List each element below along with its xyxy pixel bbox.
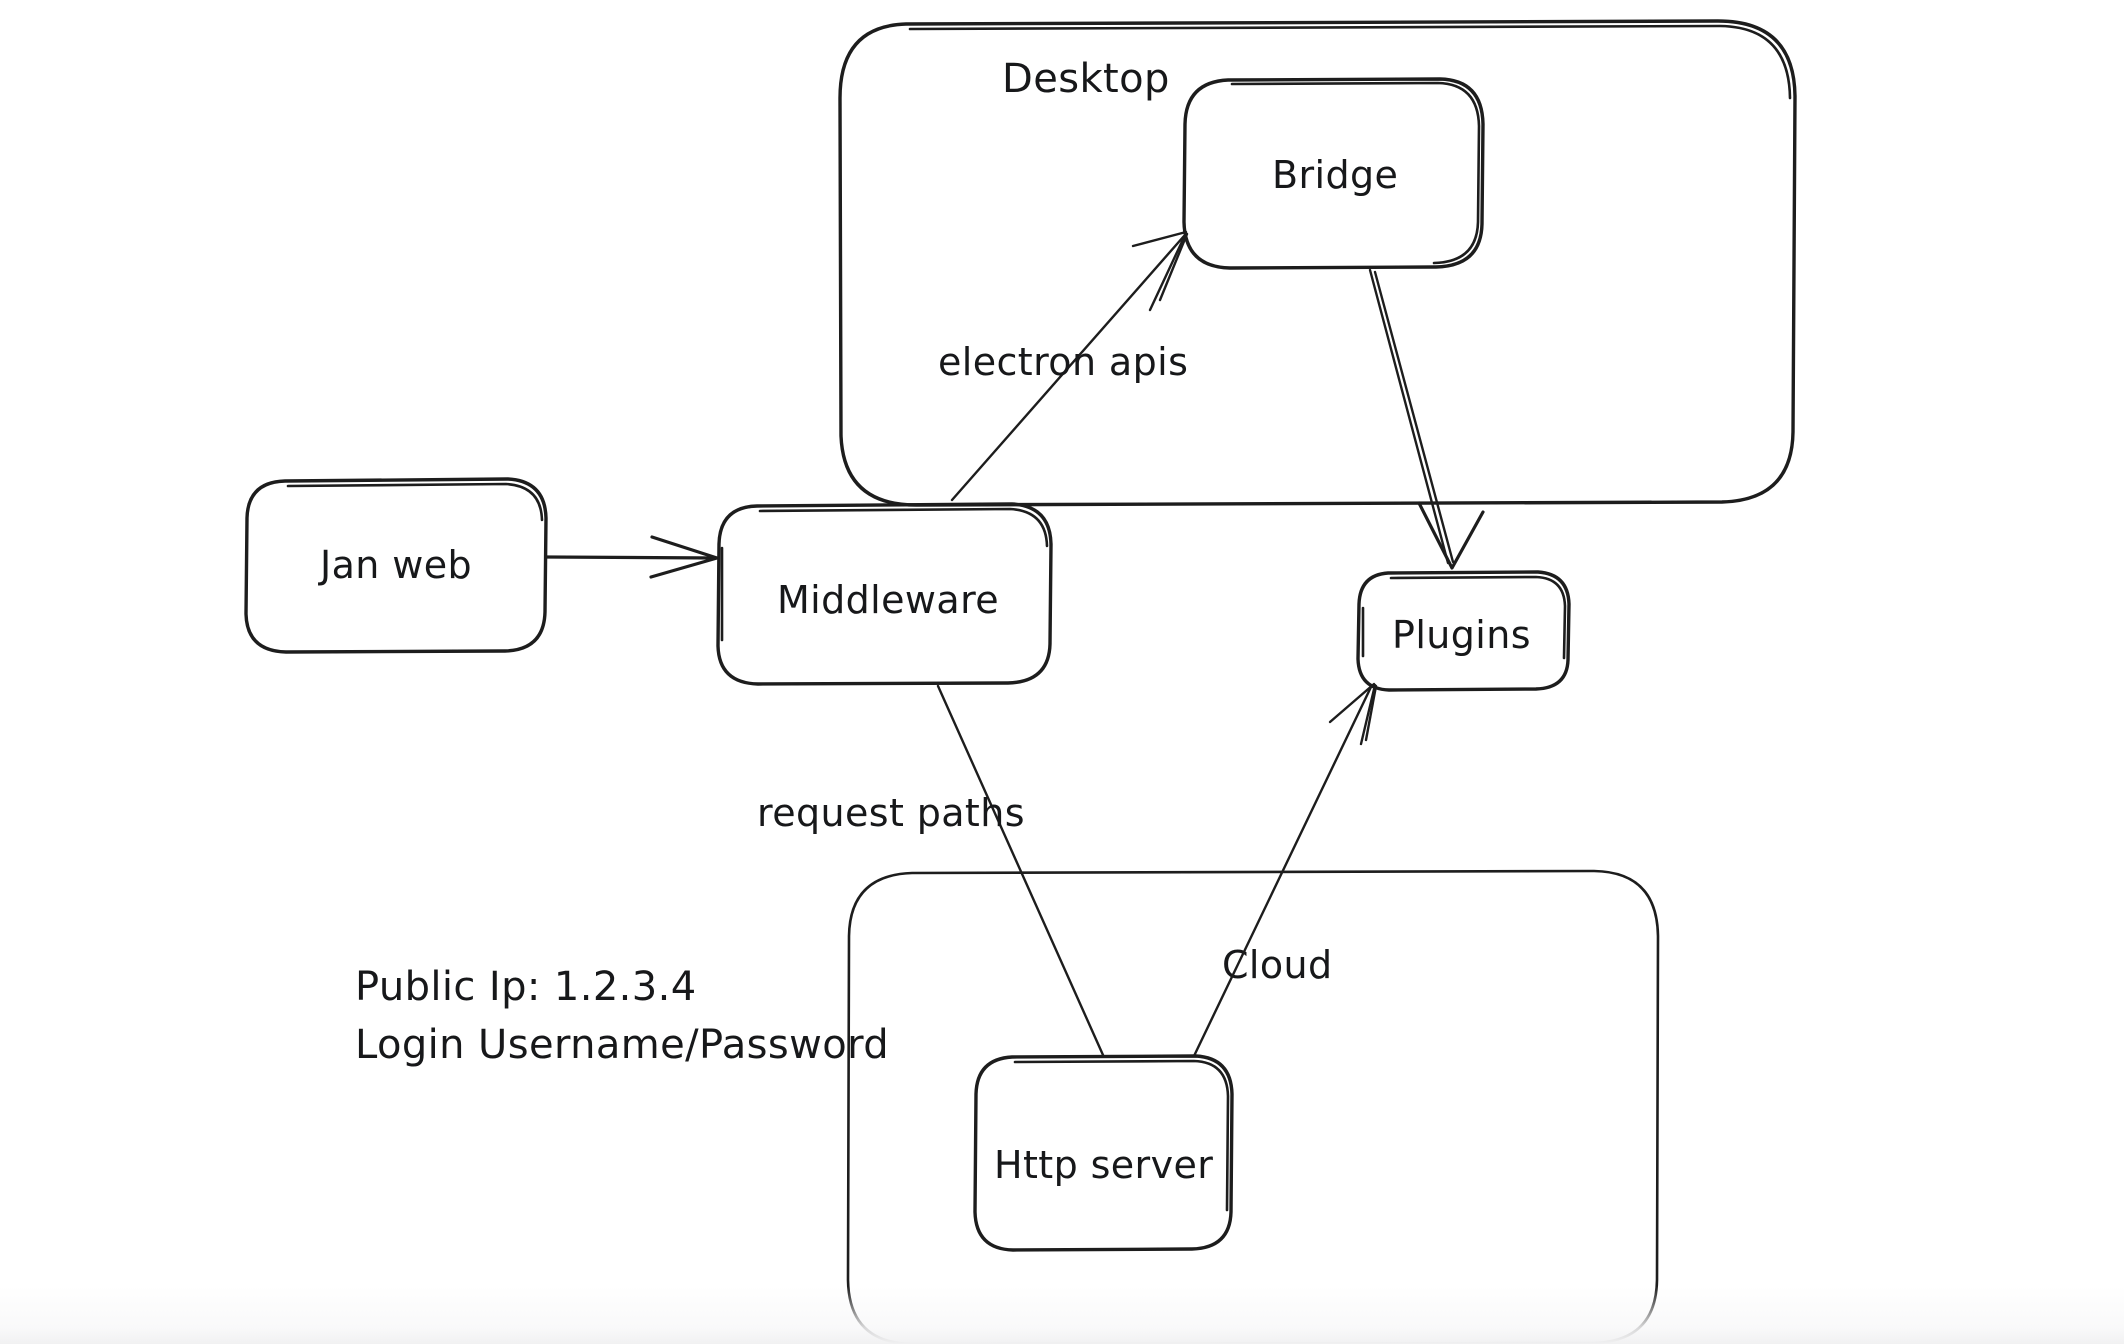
- group-desktop[interactable]: Desktop: [838, 19, 1797, 507]
- arrowhead-plugins-lower-b: [1359, 683, 1377, 746]
- desktop-boundary-overdraw: [908, 24, 1792, 100]
- edge-middleware-to-httpserver[interactable]: request paths: [757, 684, 1105, 1057]
- node-http-server[interactable]: Http server: [973, 1054, 1234, 1252]
- jan-web-box-overdraw: [286, 482, 544, 522]
- arrowhead-plugins-lower-a: [1328, 682, 1376, 724]
- arrowhead-bridge-upper: [1131, 230, 1188, 248]
- node-label-plugins: Plugins: [1392, 613, 1531, 657]
- edge-line-httpserver-plugins: [1192, 685, 1373, 1058]
- node-label-bridge: Bridge: [1272, 153, 1398, 197]
- edge-janweb-to-middleware[interactable]: [544, 535, 719, 579]
- node-jan-web[interactable]: Jan web: [244, 477, 548, 654]
- middleware-box-overdraw: [720, 507, 1049, 642]
- edge-middleware-to-bridge[interactable]: electron apis: [938, 230, 1189, 502]
- edge-line-bridge-plugins: [1368, 268, 1450, 565]
- group-label-cloud: Cloud: [1222, 943, 1333, 987]
- jan-web-box: [244, 477, 548, 654]
- note-public-ip: Public Ip: 1.2.3.4: [355, 964, 697, 1010]
- edge-label-electron-apis: electron apis: [938, 340, 1188, 384]
- bridge-box-overdraw: [1230, 81, 1481, 265]
- edge-line-bridge-plugins-overdraw: [1373, 270, 1455, 564]
- plugins-box-overdraw: [1361, 575, 1567, 660]
- arrowhead-bridge-lower: [1148, 231, 1188, 312]
- edge-line-janweb-middleware: [544, 555, 718, 560]
- node-label-jan-web: Jan web: [318, 543, 472, 587]
- node-plugins[interactable]: Plugins: [1356, 570, 1571, 692]
- group-cloud[interactable]: Cloud: [846, 869, 1660, 1344]
- note-login-credentials: Login Username/Password: [355, 1022, 889, 1068]
- group-label-desktop: Desktop: [1002, 56, 1170, 102]
- arrowhead-into-plugins-top: [1417, 501, 1485, 570]
- edge-line-middleware-bridge: [950, 234, 1186, 502]
- arrowhead-plugins-lower-c: [1364, 684, 1378, 742]
- arrowhead-into-middleware: [649, 535, 719, 579]
- plugins-box: [1356, 570, 1571, 692]
- cloud-boundary: [846, 869, 1660, 1344]
- bridge-box: [1182, 77, 1485, 270]
- node-label-http-server: Http server: [994, 1143, 1213, 1187]
- node-label-middleware: Middleware: [777, 578, 999, 622]
- edge-bridge-to-plugins[interactable]: [1368, 268, 1485, 570]
- edge-httpserver-to-plugins[interactable]: [1192, 682, 1378, 1058]
- desktop-boundary: [838, 19, 1797, 507]
- arrowhead-bridge-mid: [1158, 232, 1189, 302]
- edge-line-middleware-httpserver: [936, 684, 1105, 1057]
- http-server-box-overdraw: [1013, 1059, 1230, 1212]
- annotation-block: Public Ip: 1.2.3.4 Login Username/Passwo…: [355, 964, 889, 1068]
- node-middleware[interactable]: Middleware: [716, 502, 1053, 686]
- http-server-box: [973, 1054, 1234, 1252]
- middleware-box: [716, 502, 1053, 686]
- edge-label-request-paths: request paths: [757, 791, 1025, 835]
- node-bridge[interactable]: Bridge: [1182, 77, 1485, 270]
